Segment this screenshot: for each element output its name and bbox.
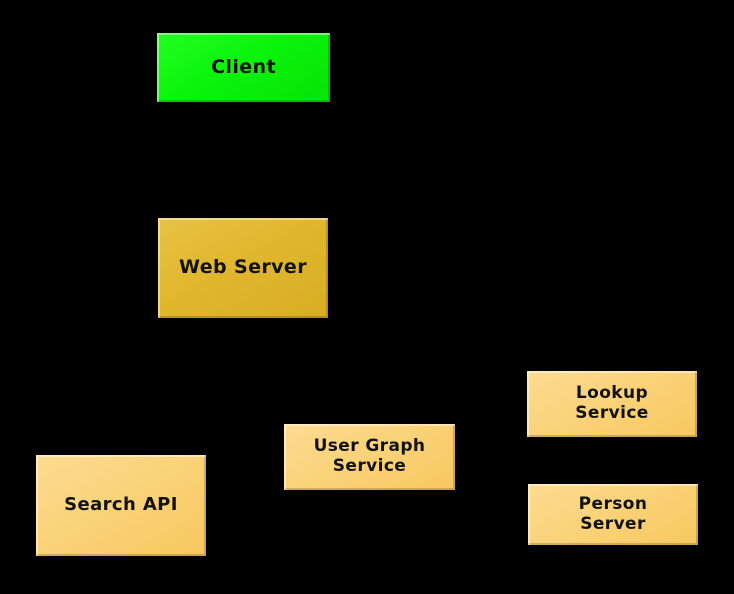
diagram-node-person-server[interactable]: Person Server [528,484,698,545]
diagram-node-search-api[interactable]: Search API [36,455,206,556]
diagram-node-lookup-service-label: Lookup Service [575,383,649,423]
diagram-node-lookup-service[interactable]: Lookup Service [527,371,697,437]
diagram-node-user-graph-service-label: User Graph Service [313,436,426,476]
diagram-node-person-server-label: Person Server [578,493,648,534]
diagram-node-search-api-label: Search API [64,494,178,516]
diagram-node-client-label: Client [211,55,276,78]
diagram-node-web-server[interactable]: Web Server [158,218,328,318]
diagram-node-user-graph-service[interactable]: User Graph Service [284,424,455,490]
diagram-node-web-server-label: Web Server [179,256,307,279]
diagram-node-client[interactable]: Client [157,33,330,102]
